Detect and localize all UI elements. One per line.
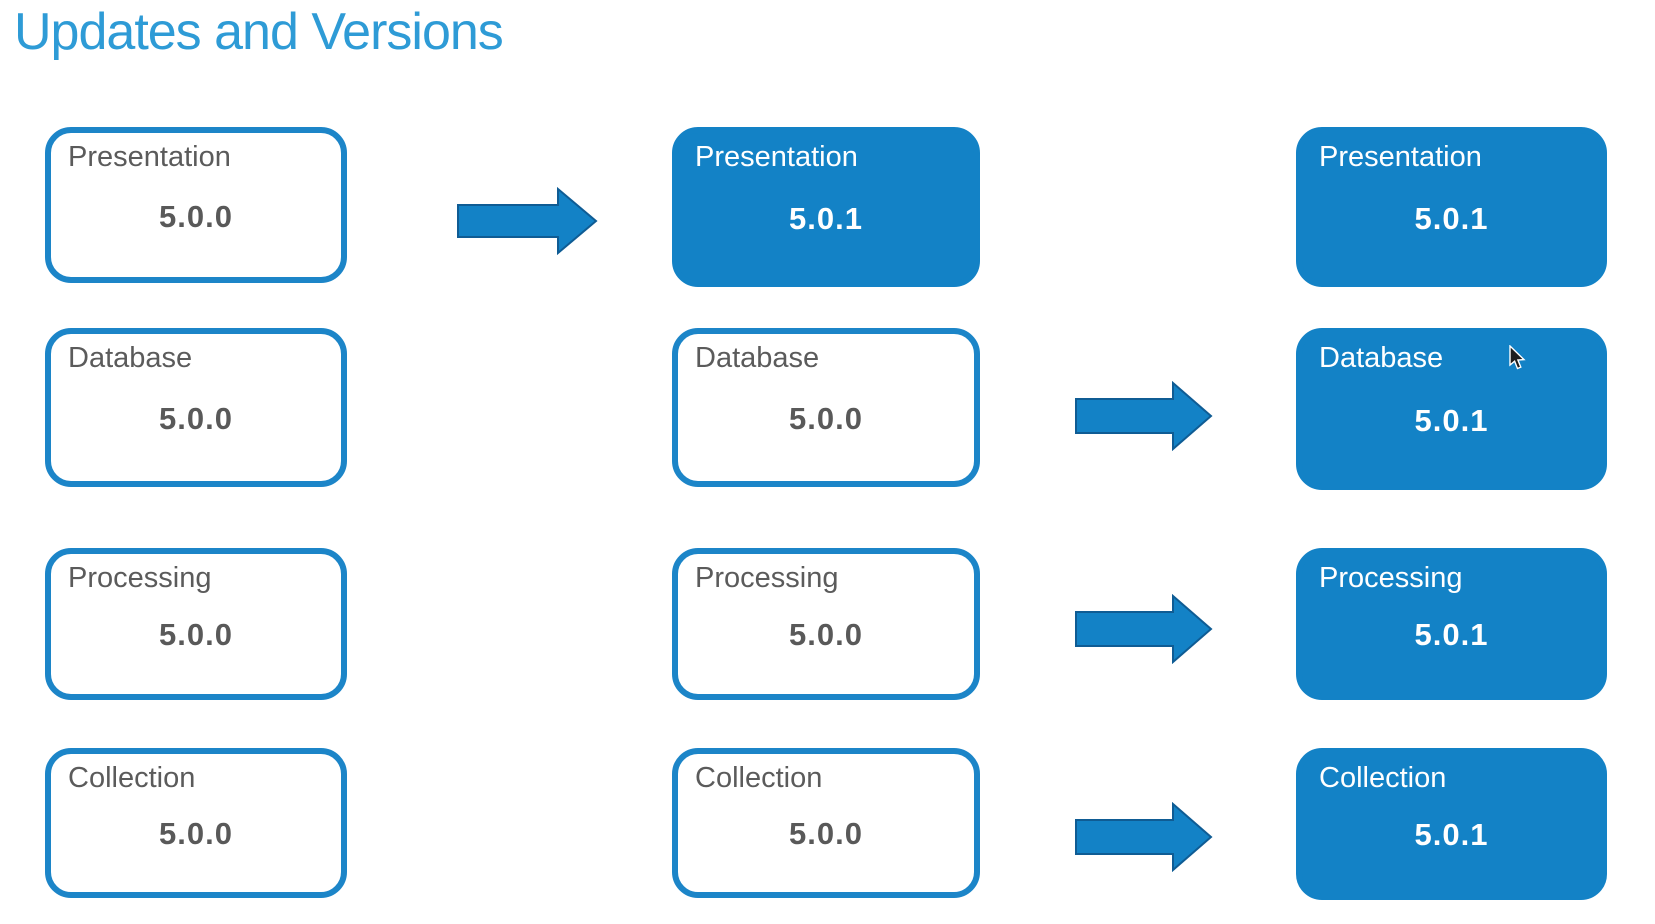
version-number: 5.0.1 <box>1414 200 1489 236</box>
version-number: 5.0.1 <box>1414 817 1489 853</box>
flow-arrow-presentation <box>457 186 599 261</box>
component-label: Processing <box>68 562 212 594</box>
version-number: 5.0.0 <box>789 401 863 437</box>
version-number: 5.0.0 <box>159 401 233 437</box>
version-number: 5.0.1 <box>1414 617 1489 653</box>
version-number: 5.0.1 <box>789 200 863 236</box>
version-number: 5.0.0 <box>159 198 233 234</box>
version-number: 5.0.0 <box>159 816 233 852</box>
box-col3-processing: Processing 5.0.1 <box>1296 548 1607 700</box>
box-col3-presentation: Presentation 5.0.1 <box>1296 127 1607 287</box>
right-arrow-icon <box>1075 380 1213 452</box>
box-col3-collection: Collection 5.0.1 <box>1296 748 1607 900</box>
flow-arrow-database <box>1075 380 1214 456</box>
box-col2-database: Database 5.0.0 <box>672 328 980 487</box>
version-number: 5.0.0 <box>789 816 863 852</box>
version-number: 5.0.1 <box>1414 403 1489 438</box>
component-label: Processing <box>1319 562 1463 594</box>
component-label: Collection <box>68 762 196 794</box>
component-label: Database <box>1319 342 1444 374</box>
version-number: 5.0.0 <box>789 617 863 653</box>
box-col2-collection: Collection 5.0.0 <box>672 748 980 898</box>
box-col3-database: Database 5.0.1 <box>1296 328 1607 490</box>
box-col1-collection: Collection 5.0.0 <box>45 748 347 898</box>
component-label: Processing <box>695 562 839 594</box>
right-arrow-icon <box>1075 801 1213 873</box>
component-label: Presentation <box>695 141 858 173</box>
box-col1-processing: Processing 5.0.0 <box>45 548 347 700</box>
right-arrow-icon <box>1075 593 1213 665</box>
component-label: Presentation <box>68 141 231 173</box>
component-label: Database <box>695 342 820 374</box>
component-label: Database <box>68 342 193 374</box>
box-col1-database: Database 5.0.0 <box>45 328 347 487</box>
component-label: Collection <box>695 762 823 794</box>
box-col2-presentation: Presentation 5.0.1 <box>672 127 980 287</box>
flow-arrow-processing <box>1075 593 1214 669</box>
component-label: Presentation <box>1319 141 1482 173</box>
box-col2-processing: Processing 5.0.0 <box>672 548 980 700</box>
right-arrow-icon <box>457 186 598 256</box>
component-label: Collection <box>1319 762 1447 794</box>
page-title: Updates and Versions <box>14 3 504 61</box>
version-number: 5.0.0 <box>159 617 233 653</box>
mouse-pointer-icon <box>1508 344 1528 377</box>
flow-arrow-collection <box>1075 801 1214 877</box>
box-col1-presentation: Presentation 5.0.0 <box>45 127 347 283</box>
